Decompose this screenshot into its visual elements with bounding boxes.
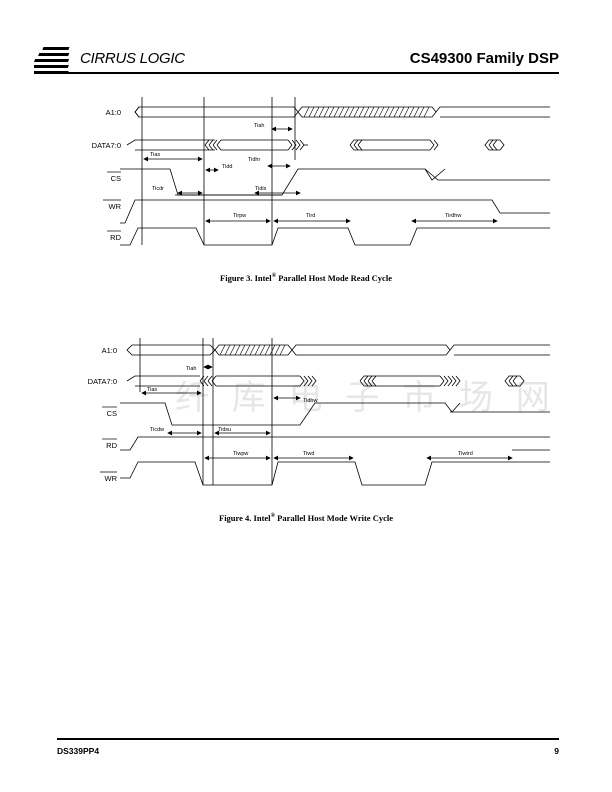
signal-label-rd: RD [110,233,121,242]
cirrus-logic-logo [34,47,70,74]
timing-label: Tidis [255,186,267,192]
figure-3-read-cycle-diagram: A1:0 DATA7:0 CS WR RD Tiah Tias Tidd Tid… [92,97,550,246]
signal-label-cs: CS [107,409,117,418]
timing-label: Tiah [254,123,265,129]
timing-label: Tiwtrd [458,451,473,457]
timing-label: Tidhr [248,157,260,163]
timing-label: Tird [306,213,315,219]
signal-label-a10: A1:0 [106,108,121,117]
timing-label: Tias [147,387,157,393]
header-rule [57,72,559,74]
timing-label: Tiwpw [233,451,248,457]
timing-label: Tiwd [303,451,314,457]
timing-label: Ticdr [152,186,164,192]
page-number: 9 [554,746,559,756]
signal-label-rd: RD [106,441,117,450]
footer-rule [57,738,559,740]
timing-label: Tidsu [218,427,231,433]
timing-label: Tidhw [303,398,317,404]
signal-label-data70: DATA7:0 [92,141,121,150]
timing-label: Tirdhw [445,213,461,219]
company-name: CIRRUS LOGIC [80,50,185,67]
figure-4-caption: Figure 4. Intel® Parallel Host Mode Writ… [219,513,393,523]
figure-4-write-cycle-diagram: A1:0 DATA7:0 CS RD WR Tiah Tias Tidhw Ti… [88,338,550,486]
signal-label-wr: WR [105,474,118,483]
timing-label: Tidd [222,164,233,170]
timing-label: Ticdw [150,427,164,433]
timing-label: Tiah [186,366,197,372]
document-title: CS49300 Family DSP [409,50,559,67]
signal-label-a10: A1:0 [102,346,117,355]
timing-label: Tirpw [233,213,246,219]
timing-label: Tias [150,152,160,158]
signal-label-data70: DATA7:0 [88,377,117,386]
signal-label-wr: WR [109,202,122,211]
figure-3-caption: Figure 3. Intel® Parallel Host Mode Read… [220,273,392,283]
signal-label-cs: CS [111,174,121,183]
document-id: DS339PP4 [57,746,100,756]
